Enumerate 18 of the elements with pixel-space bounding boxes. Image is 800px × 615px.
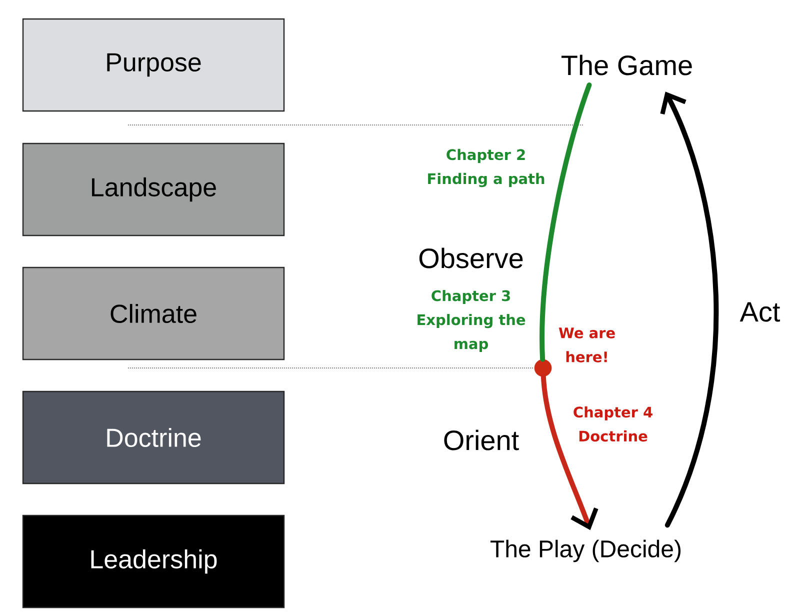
layer-box: Leadership	[22, 514, 285, 608]
layer-box: Purpose	[22, 18, 285, 112]
arrow	[660, 92, 718, 528]
stage-title: The Play (Decide)	[490, 540, 680, 562]
callout-text: We are here!	[558, 328, 615, 362]
path-line	[540, 82, 592, 362]
position-dot	[534, 359, 552, 377]
layer-box: Climate	[22, 266, 285, 360]
layer-box: Landscape	[22, 142, 285, 236]
stage-title: The Game	[562, 54, 692, 76]
stage-label: Act	[740, 302, 780, 322]
layer-box: Doctrine	[22, 390, 285, 484]
arrow	[540, 374, 598, 530]
chapter-note: Chapter 4 Doctrine	[574, 406, 652, 442]
chapter-note: Chapter 3 Exploring the map	[418, 290, 526, 352]
stage-label: Observe	[419, 248, 523, 268]
stage-label: Orient	[444, 430, 519, 450]
chapter-note: Chapter 2 Finding a path	[428, 148, 544, 188]
